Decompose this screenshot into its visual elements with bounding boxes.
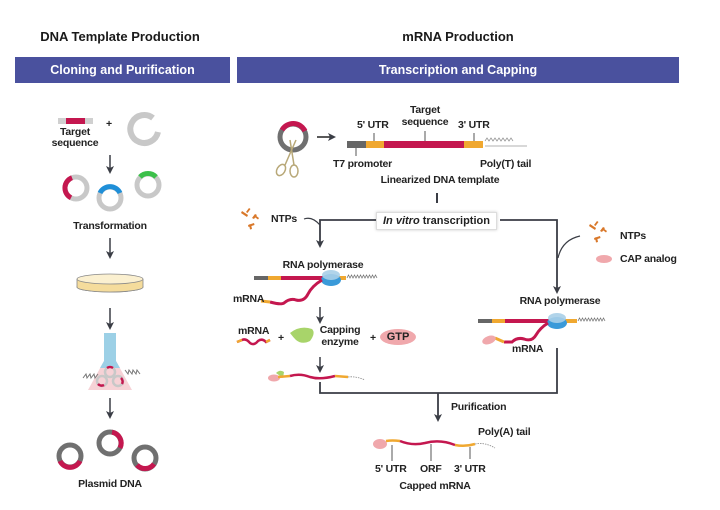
ivt-italic: In vitro xyxy=(383,215,420,227)
ntps-label-left: NTPs xyxy=(271,213,298,225)
linearized-dna-template xyxy=(347,131,527,156)
transcription-capping-banner: Transcription and Capping xyxy=(237,57,679,83)
mrna-label-right: mRNA xyxy=(512,343,544,355)
mrna-squiggle-icon xyxy=(236,338,271,346)
ntps-icon xyxy=(589,221,607,243)
rna-polymerase-label-left: RNA polymerase xyxy=(282,259,364,271)
transformation-label: Transformation xyxy=(73,220,147,232)
utr3-label: 3' UTR xyxy=(458,119,490,131)
plasmid-blue-icon xyxy=(96,184,124,212)
mrna-label-2: mRNA xyxy=(238,325,270,337)
plasmid-dna-icon xyxy=(56,442,84,470)
plasmid-cut-icon xyxy=(277,121,309,153)
plus-sign-2: + xyxy=(370,332,376,344)
scissors-icon xyxy=(275,139,299,178)
target-sequence-fragment-icon xyxy=(58,118,93,124)
plus-sign: + xyxy=(106,118,112,130)
petri-dish-icon xyxy=(76,273,144,293)
plasmid-dna-icon xyxy=(131,444,159,472)
culture-flask-icon xyxy=(82,333,141,390)
plasmid-red-icon xyxy=(62,174,90,202)
target-sequence-label: Target sequence xyxy=(401,104,449,128)
ntps-icon xyxy=(241,208,259,230)
target-sequence-label: Target sequence xyxy=(51,126,99,149)
rna-polymerase-complex-left xyxy=(254,270,378,306)
mrna-label-left: mRNA xyxy=(233,293,265,305)
utr5-label: 5' UTR xyxy=(357,119,389,131)
plasmid-green-icon xyxy=(134,171,162,199)
final-utr5-label: 5' UTR xyxy=(375,463,407,475)
final-utr3-label: 3' UTR xyxy=(454,463,486,475)
purification-label: Purification xyxy=(451,401,507,413)
rna-polymerase-label-right: RNA polymerase xyxy=(519,295,601,307)
polya-tail-label: Poly(A) tail xyxy=(478,426,531,438)
ntps-label-right: NTPs xyxy=(620,230,647,242)
mrna-production-title: mRNA Production xyxy=(402,29,514,44)
plasmid-dna-label: Plasmid DNA xyxy=(78,478,142,490)
capping-enzyme-icon xyxy=(290,327,314,343)
t7-promoter-label: T7 promoter xyxy=(333,158,393,170)
orf-label: ORF xyxy=(420,463,442,475)
rna-polymerase-complex-right xyxy=(478,313,606,345)
linearized-dna-template-label: Linearized DNA template xyxy=(380,174,500,186)
dna-template-production-title: DNA Template Production xyxy=(40,29,200,44)
gtp-badge: GTP xyxy=(380,329,416,345)
capped-mrna-left xyxy=(268,370,366,382)
cloning-purification-banner: Cloning and Purification xyxy=(15,57,230,83)
ivt-rest: transcription xyxy=(419,215,490,227)
cap-analog-icon xyxy=(596,255,612,263)
capped-mrna-label: Capped mRNA xyxy=(399,480,471,492)
cap-analog-label: CAP analog xyxy=(620,253,677,265)
plus-sign-1: + xyxy=(278,332,284,344)
capped-mrna-final xyxy=(373,439,496,461)
polyt-tail-label: Poly(T) tail xyxy=(480,158,532,170)
capping-enzyme-label: Capping enzyme xyxy=(319,324,361,348)
plasmid-dna-icon xyxy=(96,429,124,457)
open-vector-icon xyxy=(127,112,161,146)
in-vitro-transcription-box: In vitro transcription xyxy=(376,212,497,230)
